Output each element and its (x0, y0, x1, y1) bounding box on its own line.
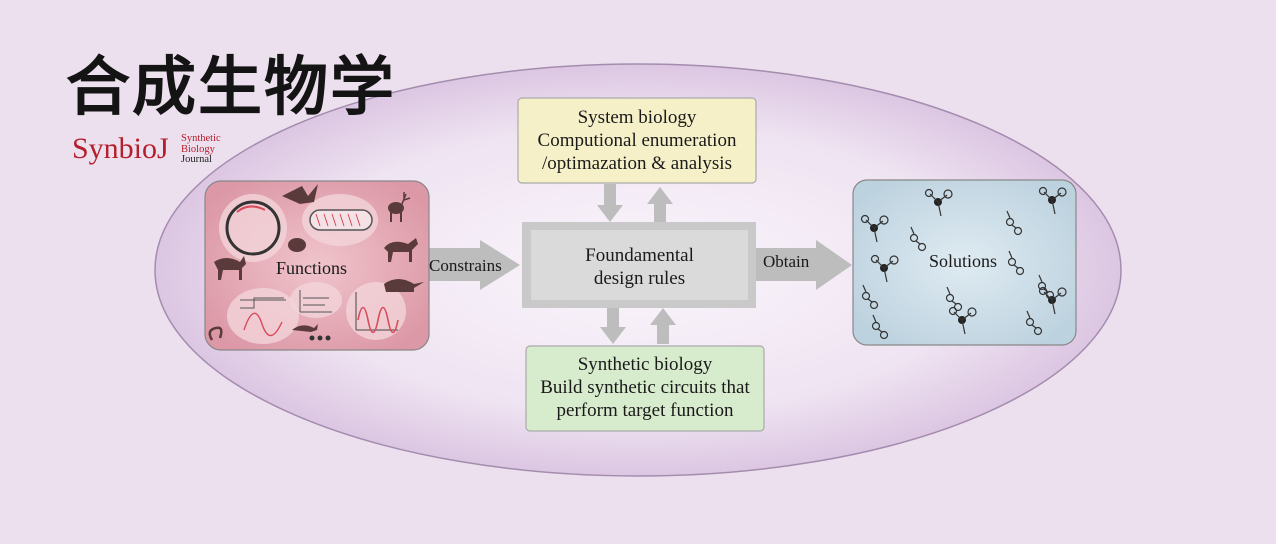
solutions-label: Solutions (929, 251, 998, 271)
step-response-graph-icon (227, 288, 299, 344)
ellipsis-dots (309, 335, 331, 341)
network-graph-icon (290, 282, 342, 318)
system-biology-line: Computional enumeration (537, 130, 737, 151)
oscillation-graph-icon (346, 282, 406, 340)
horse-icon (384, 238, 418, 262)
functions-label: Functions (276, 258, 348, 278)
system-biology-text: System biology Computional enumeration /… (518, 106, 756, 175)
logo-subtitle-line: Journal (181, 154, 212, 165)
synthetic-biology-box (525, 345, 765, 432)
constrains-arrow (425, 240, 520, 290)
logo-english-mark: SynbioJ (72, 132, 169, 165)
constrains-label: Constrains (429, 256, 502, 275)
frog-icon (288, 238, 306, 252)
logo-subtitle: Synthetic Biology Journal (181, 133, 221, 166)
obtain-arrow (756, 240, 852, 290)
down-arrow-to-synthetic (600, 308, 626, 344)
system-biology-box (517, 97, 757, 184)
up-arrow-to-system (647, 187, 673, 223)
design-rules-box (522, 222, 756, 308)
deer-icon (388, 192, 411, 222)
logo-subtitle-line: Synthetic (181, 133, 221, 144)
functions-panel (204, 180, 430, 351)
deer-left-icon (214, 256, 246, 280)
design-rules-line: Foundamental (585, 245, 694, 266)
bacterium-icon (302, 194, 378, 246)
system-biology-line: /optimazation & analysis (542, 153, 732, 174)
solutions-panel (852, 179, 1077, 346)
synthetic-biology-text: Synthetic biology Build synthetic circui… (526, 353, 764, 422)
design-rules-text: Foundamental design rules (531, 244, 748, 290)
synthetic-biology-line: perform target function (556, 400, 734, 421)
up-arrow-from-synthetic (650, 308, 676, 344)
cell-icon (219, 194, 287, 262)
obtain-label: Obtain (763, 252, 810, 271)
snake-icon (208, 326, 223, 341)
anteater-icon (384, 279, 424, 292)
logo-chinese-title: 合成生物学 (66, 51, 396, 125)
down-arrow-from-system (597, 184, 623, 222)
dolphin-icon (292, 324, 318, 332)
design-rules-line: design rules (593, 268, 686, 289)
logo-subtitle-line: Biology (181, 143, 215, 155)
synthetic-biology-line: Build synthetic circuits that (540, 377, 750, 398)
system-biology-line: System biology (577, 107, 697, 128)
synthetic-biology-line: Synthetic biology (577, 354, 713, 375)
bird-icon (282, 184, 318, 204)
